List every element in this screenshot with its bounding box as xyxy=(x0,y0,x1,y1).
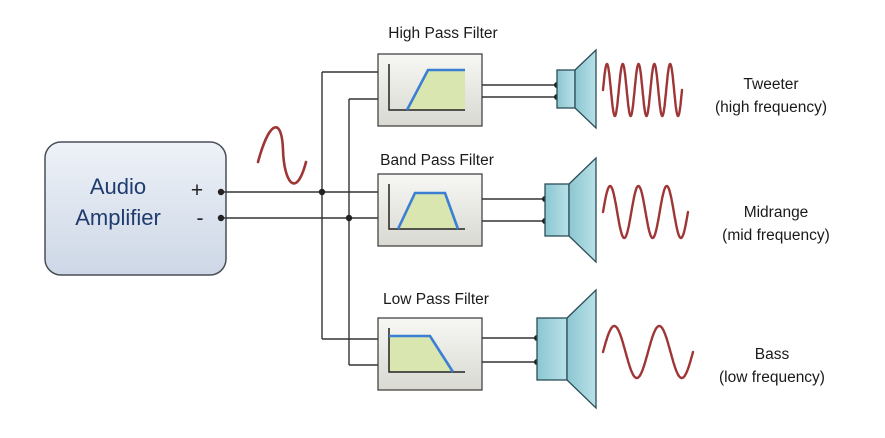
band-pass-response-icon xyxy=(388,184,465,230)
band-pass-filter: Band Pass Filter xyxy=(377,152,494,247)
low-pass-response-icon xyxy=(388,328,465,373)
tweeter-label: Tweeter xyxy=(743,76,798,93)
midrange-speaker-icon xyxy=(544,156,597,264)
low-pass-filter: Low Pass Filter xyxy=(377,291,489,391)
low-frequency-wave-icon xyxy=(601,324,695,380)
mid-frequency-wave-icon xyxy=(601,184,690,240)
midrange-range-label: (mid frequency) xyxy=(722,227,830,244)
audio-amplifier: Audio Amplifier + - xyxy=(44,141,227,276)
high-pass-response-icon xyxy=(388,64,465,111)
bass-range-label: (low frequency) xyxy=(719,369,825,386)
low-pass-filter-title: Low Pass Filter xyxy=(383,291,489,308)
band-pass-filter-title: Band Pass Filter xyxy=(380,152,494,169)
wire-junctions xyxy=(217,188,353,222)
amplifier-label-line1: Audio xyxy=(90,174,146,199)
input-wave-icon xyxy=(256,126,308,185)
input-wiring xyxy=(221,71,378,366)
tweeter-speaker-icon xyxy=(556,48,597,130)
filters-group: High Pass Filter Band Pass Filter Low Pa… xyxy=(377,25,498,391)
plus-terminal-sign: + xyxy=(191,179,203,202)
bass-label: Bass xyxy=(755,346,790,363)
minus-terminal-sign: - xyxy=(197,207,204,230)
tweeter-range-label: (high frequency) xyxy=(715,99,827,116)
high-pass-filter: High Pass Filter xyxy=(377,25,498,127)
high-pass-filter-title: High Pass Filter xyxy=(388,25,497,42)
high-frequency-wave-icon xyxy=(601,62,684,118)
midrange-label: Midrange xyxy=(744,204,809,221)
amplifier-label-line2: Amplifier xyxy=(75,205,161,230)
output-wiring xyxy=(482,84,557,363)
amplifier-box xyxy=(44,141,227,276)
speaker-labels: Tweeter (high frequency) Midrange (mid f… xyxy=(715,76,830,386)
bass-speaker-icon xyxy=(536,288,597,410)
